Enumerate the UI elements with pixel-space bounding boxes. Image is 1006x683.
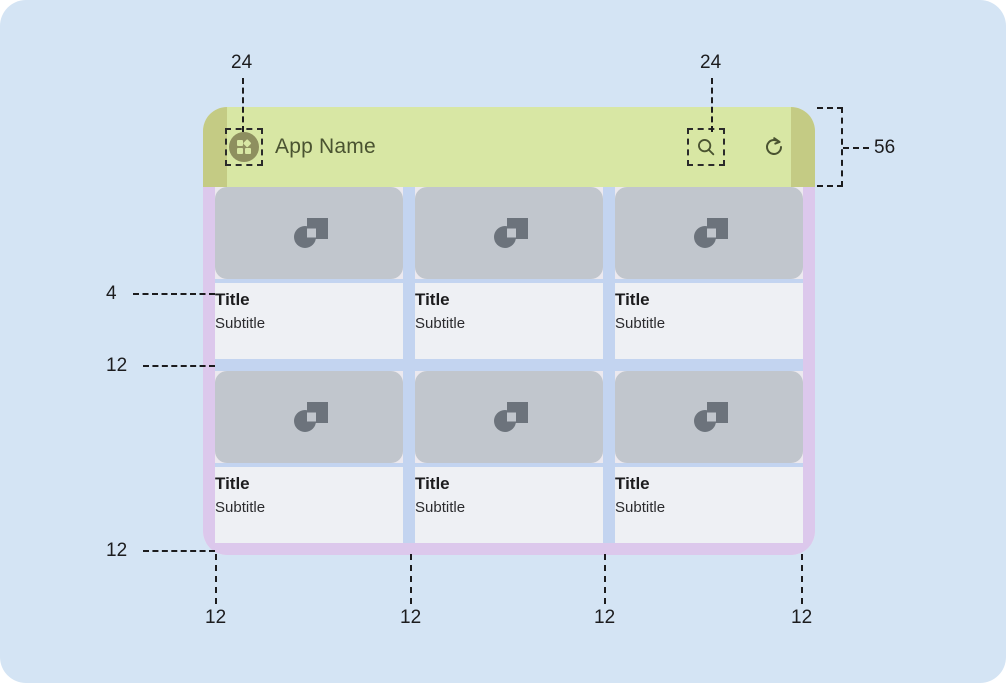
card[interactable]: Title Subtitle xyxy=(215,371,403,543)
image-placeholder-icon xyxy=(215,371,403,463)
appbar-height-bracket xyxy=(817,107,843,187)
image-title-gap-4 xyxy=(415,279,603,283)
image-placeholder-icon xyxy=(415,371,603,463)
search-icon[interactable] xyxy=(695,136,717,158)
card-subtitle: Subtitle xyxy=(415,499,466,517)
leader-line-image-title-gap xyxy=(133,293,215,295)
leader-line-bottom-mark xyxy=(604,554,606,604)
refresh-icon-holder xyxy=(757,130,791,164)
annotation-bottom-mark: 12 xyxy=(400,607,422,628)
apps-grid-icon[interactable] xyxy=(229,132,259,162)
search-icon-spec-box xyxy=(687,128,725,166)
app-bar-actions xyxy=(687,128,791,166)
card-subtitle: Subtitle xyxy=(215,315,266,333)
annotation-bottom-mark: 12 xyxy=(594,607,616,628)
image-placeholder-icon xyxy=(215,187,403,279)
app-bar-title: App Name xyxy=(275,135,376,158)
card[interactable]: Title Subtitle xyxy=(615,187,803,359)
image-title-gap-4 xyxy=(615,279,803,283)
annotation-bottom-padding: 12 xyxy=(106,540,128,561)
card-title: Title xyxy=(615,290,650,309)
annotation-image-title-gap: 4 xyxy=(106,283,117,304)
leader-line-bottom-mark xyxy=(801,554,803,604)
card-title: Title xyxy=(415,474,450,493)
image-title-gap-4 xyxy=(415,463,603,467)
image-placeholder-icon xyxy=(615,187,803,279)
appbar-leading-padding-overlay xyxy=(203,107,227,187)
image-title-gap-4 xyxy=(615,463,803,467)
leader-line-bottom-mark xyxy=(410,554,412,604)
annotation-appbar-height: 56 xyxy=(874,137,896,158)
card-text: Title Subtitle xyxy=(615,467,803,543)
bottom-padding-overlay xyxy=(203,543,815,555)
leader-line-row-gap xyxy=(143,365,215,367)
card-text: Title Subtitle xyxy=(215,467,403,543)
annotation-appbar-trailing-padding: 24 xyxy=(700,52,722,73)
refresh-icon[interactable] xyxy=(762,135,786,159)
annotation-appbar-leading-padding: 24 xyxy=(231,52,253,73)
content-area: Title Subtitle Title xyxy=(203,187,815,555)
card-subtitle: Subtitle xyxy=(615,315,666,333)
leader-line-appbar-trailing xyxy=(711,78,713,132)
annotation-bottom-mark: 12 xyxy=(791,607,813,628)
leader-line-appbar-height xyxy=(843,147,869,149)
app-bar-content: App Name xyxy=(225,107,791,187)
leader-line-bottom-mark xyxy=(215,554,217,604)
app-frame: App Name xyxy=(203,107,815,555)
leading-icon-spec-box xyxy=(225,128,263,166)
card-text: Title Subtitle xyxy=(415,283,603,359)
card-grid: Title Subtitle Title xyxy=(215,187,803,543)
card-subtitle: Subtitle xyxy=(415,315,466,333)
app-bar: App Name xyxy=(203,107,815,187)
leader-line-bottom-padding xyxy=(143,550,215,552)
leader-line-appbar-leading xyxy=(242,78,244,132)
right-padding-overlay xyxy=(803,187,815,555)
card-subtitle: Subtitle xyxy=(615,499,666,517)
card-text: Title Subtitle xyxy=(215,283,403,359)
image-placeholder-icon xyxy=(415,187,603,279)
card-subtitle: Subtitle xyxy=(215,499,266,517)
annotation-bottom-mark: 12 xyxy=(205,607,227,628)
card[interactable]: Title Subtitle xyxy=(415,371,603,543)
card-title: Title xyxy=(615,474,650,493)
card-title: Title xyxy=(215,474,250,493)
card-text: Title Subtitle xyxy=(415,467,603,543)
card-text: Title Subtitle xyxy=(615,283,803,359)
card-title: Title xyxy=(415,290,450,309)
card[interactable]: Title Subtitle xyxy=(415,187,603,359)
app-bar-brand: App Name xyxy=(225,128,376,166)
card[interactable]: Title Subtitle xyxy=(615,371,803,543)
left-padding-overlay xyxy=(203,187,215,555)
annotation-row-gap: 12 xyxy=(106,355,128,376)
image-placeholder-icon xyxy=(615,371,803,463)
image-title-gap-4 xyxy=(215,463,403,467)
appbar-trailing-padding-overlay xyxy=(791,107,815,187)
card-title: Title xyxy=(215,290,250,309)
image-title-gap-4 xyxy=(215,279,403,283)
card[interactable]: Title Subtitle xyxy=(215,187,403,359)
